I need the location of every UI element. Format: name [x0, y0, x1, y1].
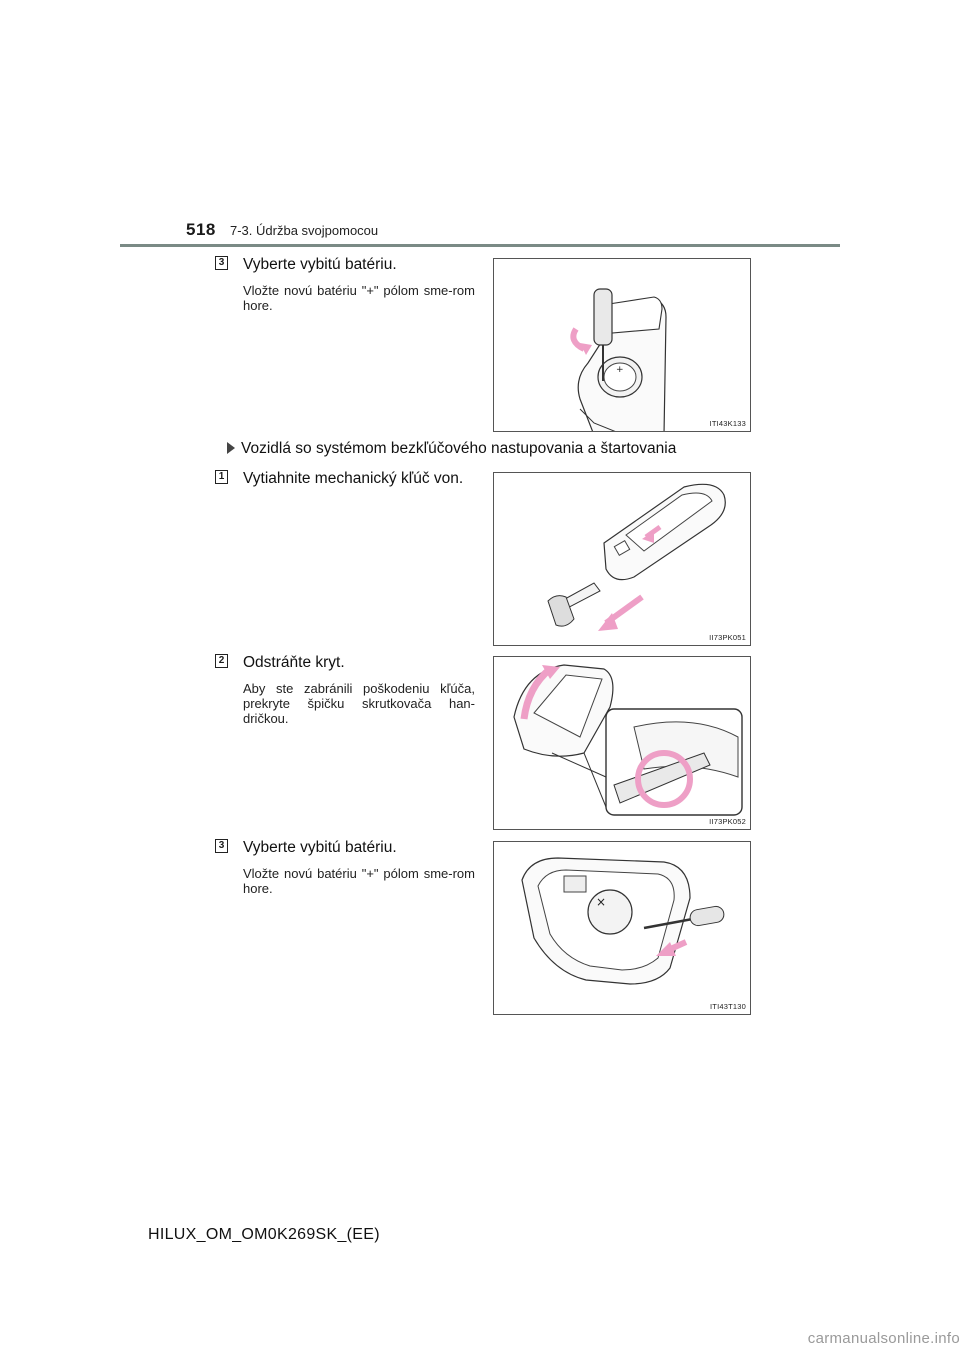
step-note: Vložte novú batériu "+" pólom sme-rom ho… [243, 283, 475, 313]
step-title: Odstráňte kryt. [243, 654, 345, 671]
step-badge: 3 [215, 839, 228, 853]
figure-remove-battery-smart-key: × ITI43T130 [493, 841, 751, 1015]
cover-removal-illustration [513, 664, 743, 816]
step-badge: 2 [215, 654, 228, 668]
footer-model-code: HILUX_OM_OM0K269SK_(EE) [148, 1226, 380, 1243]
step-title: Vyberte vybitú batériu. [243, 256, 397, 273]
mechanical-key-illustration [547, 483, 726, 631]
svg-text:×: × [596, 895, 606, 909]
subheading-text: Vozidlá so systémom bezkľúčového nastupo… [241, 440, 677, 457]
figure-code: ITI43T130 [710, 1002, 746, 1011]
subheading: Vozidlá so systémom bezkľúčového nastupo… [227, 440, 676, 458]
svg-text:+: + [616, 365, 624, 375]
watermark: carmanualsonline.info [807, 1330, 960, 1347]
figure-remove-cover: II73PK052 [493, 656, 751, 830]
figure-code: II73PK051 [709, 633, 746, 642]
step-note: Vložte novú batériu "+" pólom sme-rom ho… [243, 866, 475, 896]
triangle-bullet-icon [227, 441, 235, 454]
figure-remove-battery: + ITI43K133 [493, 258, 751, 432]
step-title: Vytiahnite mechanický kľúč von. [243, 470, 464, 487]
figure-pull-mechanical-key: II73PK051 [493, 472, 751, 646]
step-badge: 1 [215, 470, 228, 484]
step-note: Aby ste zabránili poškodeniu kľúča, prek… [243, 681, 475, 726]
battery-removal-smart-key-illustration: × [521, 857, 725, 985]
section-title: 7-3. Údržba svojpomocou [230, 223, 379, 238]
header-divider [120, 244, 840, 247]
step-badge: 3 [215, 256, 228, 270]
figure-code: ITI43K133 [709, 419, 746, 428]
step-title: Vyberte vybitú batériu. [243, 839, 397, 856]
page-number: 518 [186, 220, 216, 239]
battery-removal-illustration: + [570, 288, 667, 431]
figure-code: II73PK052 [709, 817, 746, 826]
